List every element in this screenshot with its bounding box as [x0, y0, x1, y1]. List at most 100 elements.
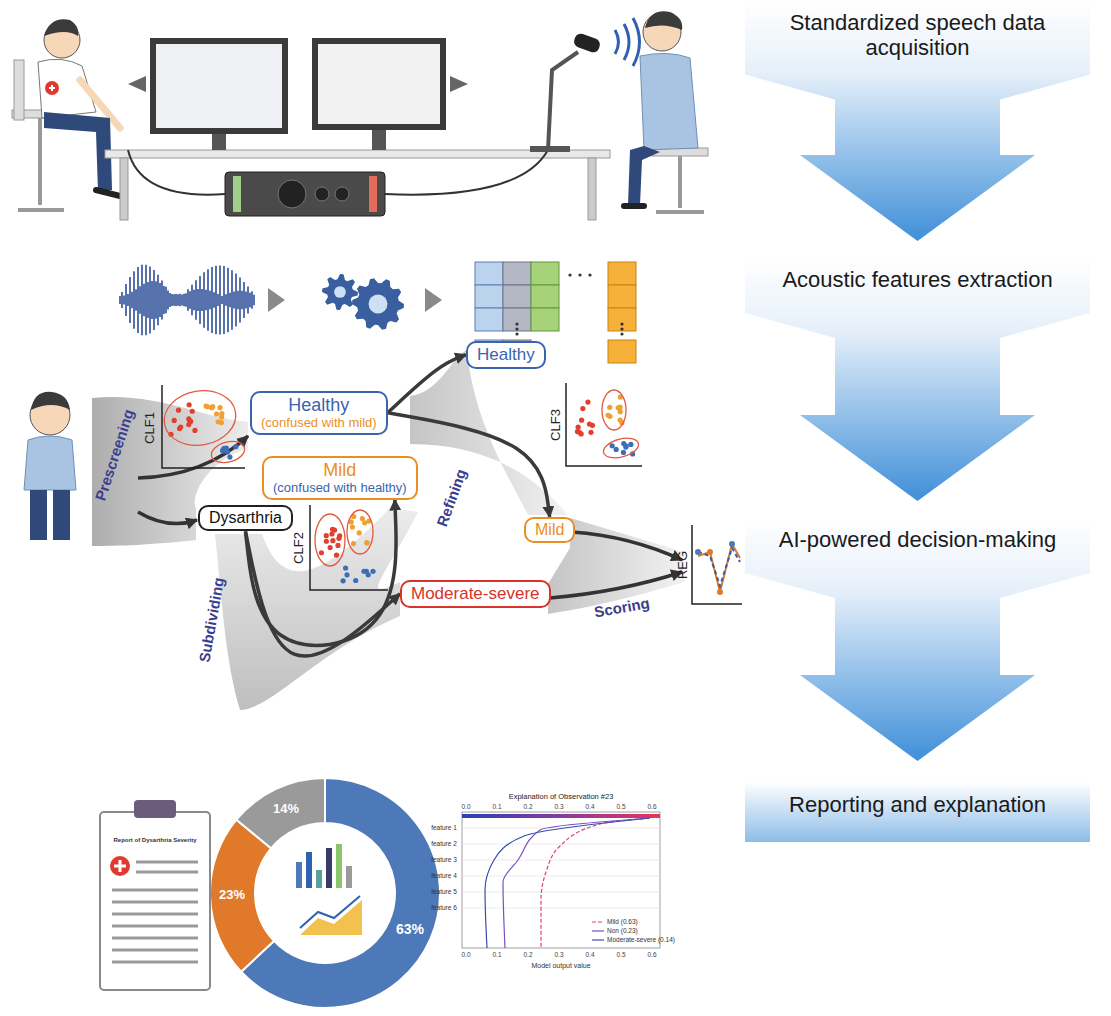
tick-label: 0.6	[647, 803, 656, 810]
speech-waveform	[241, 291, 243, 309]
speech-waveform	[205, 290, 207, 311]
speech-waveform	[197, 289, 199, 311]
person-figure	[30, 490, 47, 540]
scatter-plot	[192, 428, 197, 433]
tick-label: 0.5	[616, 803, 625, 810]
recording-scene	[150, 38, 288, 134]
report-icons	[336, 844, 342, 888]
scatter-plot	[210, 404, 215, 409]
speech-waveform	[175, 294, 177, 306]
regression-plot	[692, 525, 742, 604]
explanation-plot	[462, 844, 660, 845]
tick-label: 0.6	[647, 951, 656, 958]
speech-waveform	[229, 293, 231, 308]
report-icons	[346, 866, 352, 888]
tick-label: 0.4	[585, 951, 594, 958]
speech-waveform	[245, 291, 247, 308]
scatter-plot	[580, 406, 585, 411]
band-shape	[745, 517, 1090, 765]
step-band: Acoustic features extraction	[745, 257, 1090, 505]
scatter-plot	[610, 443, 615, 448]
speech-waveform	[169, 293, 171, 307]
speech-waveform	[121, 292, 123, 308]
speech-waveform	[243, 282, 245, 318]
explanation-plot	[541, 818, 650, 948]
scatter-plot	[343, 565, 348, 570]
speech-waveform	[191, 285, 193, 316]
regression-plot	[707, 549, 713, 555]
speech-waveform	[155, 281, 157, 318]
recording-scene	[678, 156, 682, 208]
speech-waveform	[207, 269, 209, 330]
scatter-plot	[186, 416, 191, 421]
scatter-plot	[579, 418, 584, 423]
band-text-box: AI-powered decision-making	[745, 517, 1090, 562]
person-figure	[24, 436, 76, 490]
speech-waveform	[221, 296, 223, 304]
percent-label: 63%	[396, 922, 424, 937]
speech-waveform	[153, 270, 155, 330]
explanation-plot	[462, 814, 660, 818]
speech-waveform	[173, 294, 175, 306]
regression-plot	[698, 544, 740, 592]
flow-connector	[388, 355, 466, 413]
recording-scene	[572, 32, 601, 54]
donut-chart	[210, 778, 440, 1008]
axis-label: REG	[676, 551, 690, 579]
gear-icon	[352, 278, 404, 329]
speech-waveform	[227, 268, 229, 333]
scatter-plot	[160, 385, 240, 451]
band-shape	[745, 0, 1090, 241]
speech-waveform	[151, 281, 153, 319]
recording-scene	[624, 203, 644, 209]
step-band: AI-powered decision-making	[745, 517, 1090, 765]
scatter-plot	[566, 383, 642, 466]
explanation-plot	[485, 818, 650, 948]
scatter-plot	[310, 505, 388, 590]
feature-matrix	[475, 262, 503, 285]
feature-matrix	[531, 285, 559, 308]
speech-waveform	[135, 289, 137, 311]
explanation-plot	[462, 892, 660, 893]
feature-matrix	[515, 322, 518, 325]
scatter-plot	[601, 435, 640, 462]
class-box: Moderate-severe	[400, 580, 551, 608]
report-icons	[316, 870, 322, 888]
scatter-plot	[337, 533, 342, 538]
recording-scene	[645, 11, 682, 30]
speech-waveform	[120, 265, 254, 336]
regression-plot	[695, 549, 701, 555]
speech-waveform	[141, 265, 143, 335]
recording-scene	[225, 172, 385, 216]
feature-matrix	[620, 332, 623, 335]
scatter-plot	[186, 422, 191, 427]
class-box: Healthy	[466, 341, 546, 369]
tick-label: 0.3	[554, 803, 563, 810]
speech-waveform	[185, 293, 187, 306]
scatter-plot	[219, 411, 224, 416]
scatter-plot	[328, 545, 333, 550]
speech-waveform	[163, 286, 165, 314]
step-band: Standardized speech data acquisition	[745, 0, 1090, 245]
recording-scene	[12, 11, 708, 220]
scatter-plot	[334, 553, 339, 558]
speech-waveform	[233, 291, 235, 308]
class-label: Mild	[273, 460, 407, 481]
regression-plot	[692, 525, 742, 604]
speech-waveform	[213, 292, 215, 307]
scatter-plot	[362, 520, 367, 525]
gear-icon	[369, 295, 388, 314]
speech-waveform	[183, 294, 185, 306]
recording-scene	[278, 180, 306, 208]
speech-waveform	[137, 267, 139, 333]
subdividing-funnel	[215, 508, 418, 710]
tick-label: 0.5	[616, 951, 625, 958]
feature-matrix	[620, 327, 623, 330]
speech-waveform	[125, 284, 127, 316]
speech-waveform	[123, 295, 125, 304]
scatter-plot	[602, 390, 626, 430]
plot-title: Explanation of Observation #23	[509, 793, 614, 801]
class-label: Healthy	[477, 345, 535, 365]
step-title: AI-powered decision-making	[759, 527, 1076, 552]
clipboard	[100, 812, 210, 990]
